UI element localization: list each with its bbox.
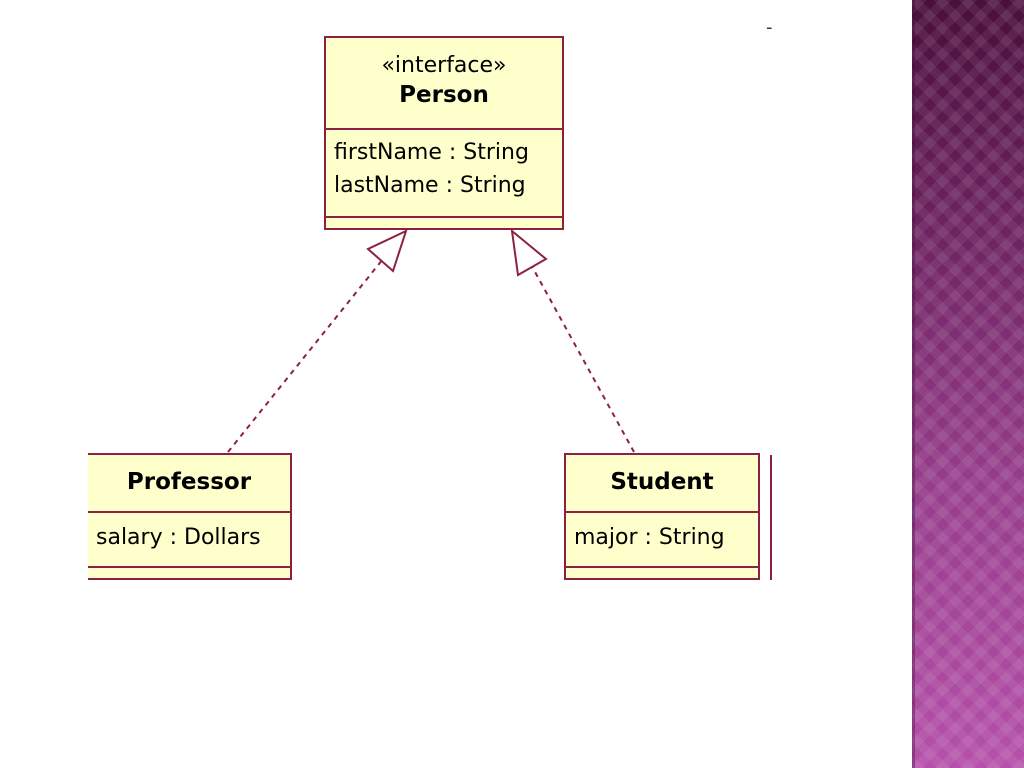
realization-line-student — [528, 260, 635, 453]
realization-arrowhead-professor — [366, 229, 408, 273]
decorative-side-panel — [912, 0, 1024, 768]
class-person: «interface» Person firstName : String la… — [324, 36, 564, 230]
person-class-name: Person — [399, 82, 489, 108]
person-attribute-lastname: lastName : String — [334, 173, 526, 198]
student-class-name: Student — [610, 469, 714, 495]
professor-attributes: salary : Dollars — [88, 511, 290, 568]
professor-class-name: Professor — [126, 469, 252, 495]
professor-attribute-salary: salary : Dollars — [96, 525, 261, 550]
person-attributes: firstName : String lastName : String — [326, 128, 562, 214]
person-attribute-firstname: firstName : String — [334, 140, 529, 165]
person-stereotype: «interface» — [381, 53, 507, 78]
professor-operations — [88, 566, 290, 578]
professor-name-compartment: Professor — [88, 455, 290, 511]
student-name-compartment: Student — [566, 455, 758, 511]
realization-line-professor — [227, 258, 384, 453]
person-name-compartment: «interface» Person — [326, 38, 562, 128]
stray-dash-artifact: - — [766, 17, 773, 38]
student-operations — [566, 566, 758, 578]
class-student: Student major : String — [564, 453, 760, 580]
class-professor: Professor salary : Dollars — [88, 453, 292, 580]
person-operations — [326, 216, 562, 228]
realization-arrowhead-student — [510, 228, 548, 277]
student-attributes: major : String — [566, 511, 758, 568]
student-attribute-major: major : String — [574, 525, 725, 550]
